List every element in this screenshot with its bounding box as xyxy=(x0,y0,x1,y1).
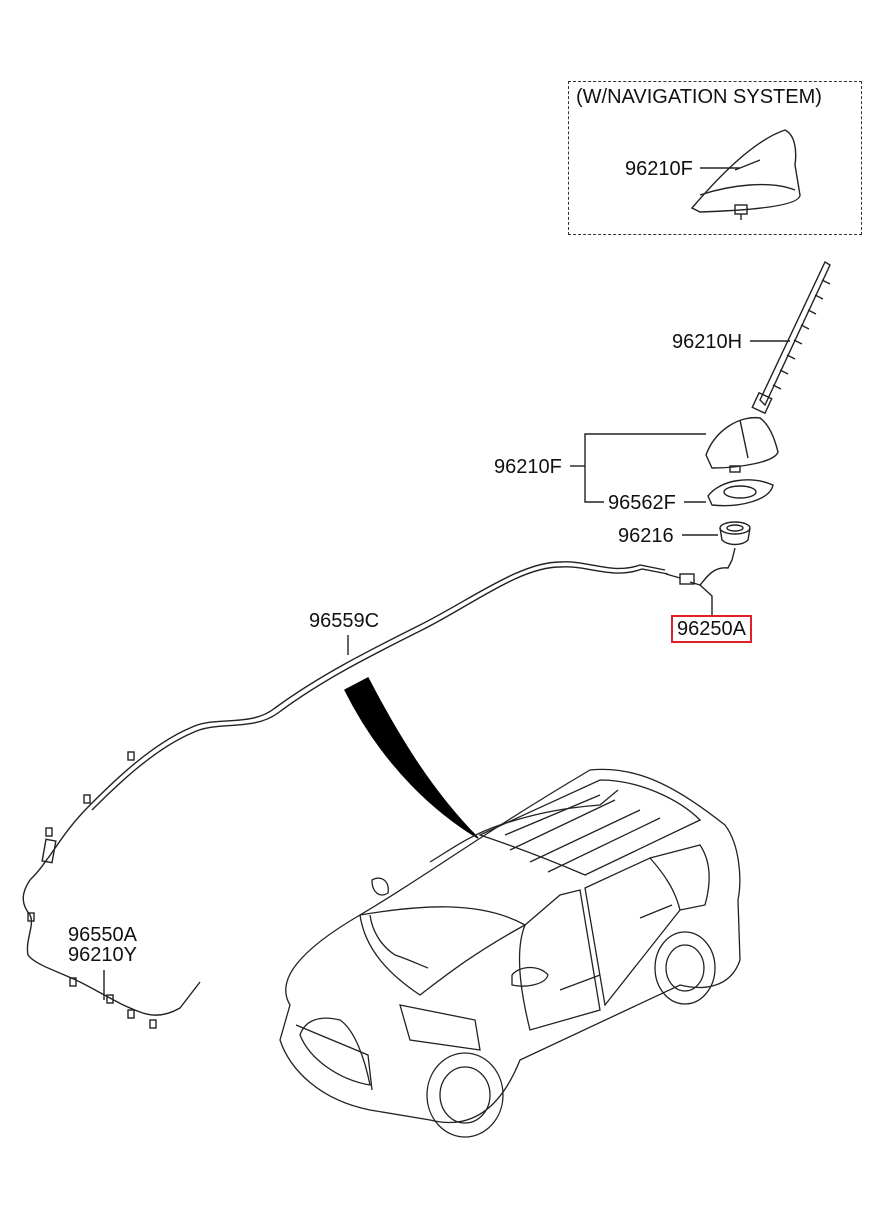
label-96550A[interactable]: 96550A xyxy=(68,924,137,946)
suv-illustration xyxy=(279,768,741,1138)
leader-bracket xyxy=(584,433,706,503)
roof-cable xyxy=(29,561,669,881)
label-96210H[interactable]: 96210H xyxy=(672,331,743,353)
label-96210F[interactable]: 96210F xyxy=(494,456,562,478)
antenna-base xyxy=(705,416,779,473)
label-96210F-nav[interactable]: 96210F xyxy=(625,158,693,180)
pole-antenna xyxy=(751,261,831,415)
label-96216[interactable]: 96216 xyxy=(618,525,674,547)
label-96210Y[interactable]: 96210Y xyxy=(68,944,137,966)
feeder-cable xyxy=(665,547,736,586)
main-harness xyxy=(22,751,201,1029)
navigation-option-title: (W/NAVIGATION SYSTEM) xyxy=(576,86,822,108)
callout-pointer xyxy=(344,677,479,839)
leader-feeder-cable xyxy=(699,584,713,617)
label-96559C[interactable]: 96559C xyxy=(309,610,380,632)
navigation-option-box xyxy=(568,81,862,235)
label-96562F[interactable]: 96562F xyxy=(608,492,676,514)
nut xyxy=(719,521,751,546)
base-gasket xyxy=(707,479,774,507)
label-96250A-highlighted[interactable]: 96250A xyxy=(671,615,752,643)
